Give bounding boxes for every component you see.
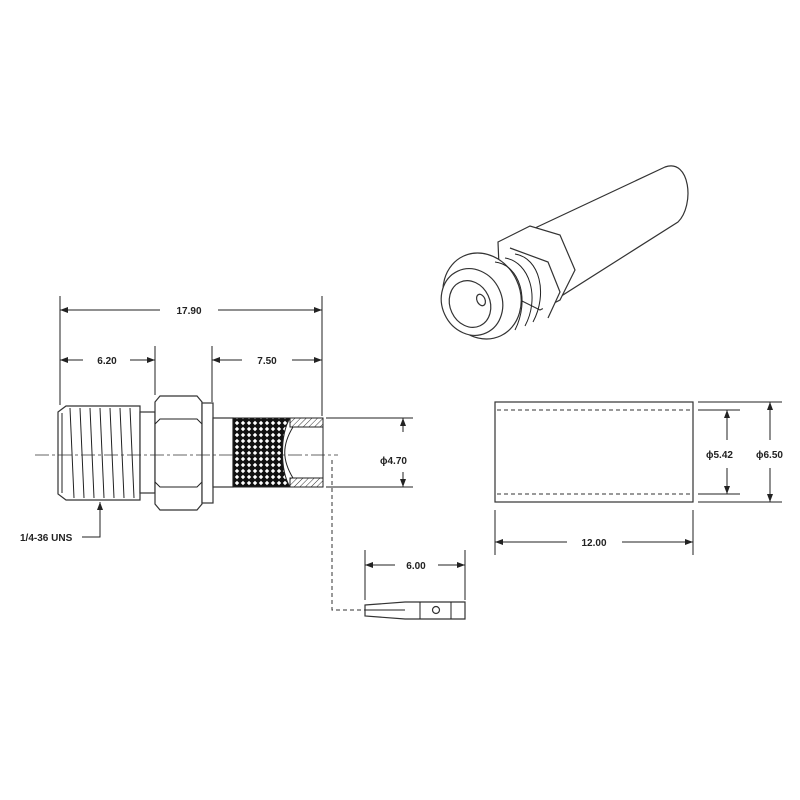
dimension-thread-length: 6.20: [60, 346, 156, 395]
dimension-ferrule-length: 7.50: [211, 346, 322, 402]
pin-length-label: 6.00: [406, 561, 426, 572]
ferrule-diameter-label: ϕ4.70: [380, 456, 407, 467]
thread-length-label: 6.20: [97, 356, 117, 367]
dimension-overall-length: 17.90: [59, 296, 323, 416]
threaded-body: [57, 405, 141, 501]
thread-spec-callout: 1/4-36 UNS: [20, 502, 103, 544]
ferrule-plain: [212, 417, 234, 488]
flange: [201, 402, 214, 504]
sleeve-inner-diameter-label: ϕ5.42: [706, 450, 733, 461]
sleeve-outer-diameter-label: ϕ6.50: [756, 450, 783, 461]
connector-side-view: [35, 395, 338, 511]
neck: [139, 411, 156, 494]
connector-isometric-view: [440, 165, 689, 340]
sleeve-length-label: 12.00: [581, 538, 606, 549]
dimension-ferrule-diameter: ϕ4.70: [326, 417, 413, 488]
thread-spec-label: 1/4-36 UNS: [20, 533, 73, 544]
crimp-sleeve: ϕ5.42 ϕ6.50 12.00: [494, 401, 783, 555]
overall-length-label: 17.90: [176, 306, 201, 317]
hex-nut: [154, 395, 203, 511]
ferrule-length-label: 7.50: [257, 356, 277, 367]
contact-pin: 6.00: [331, 460, 466, 620]
